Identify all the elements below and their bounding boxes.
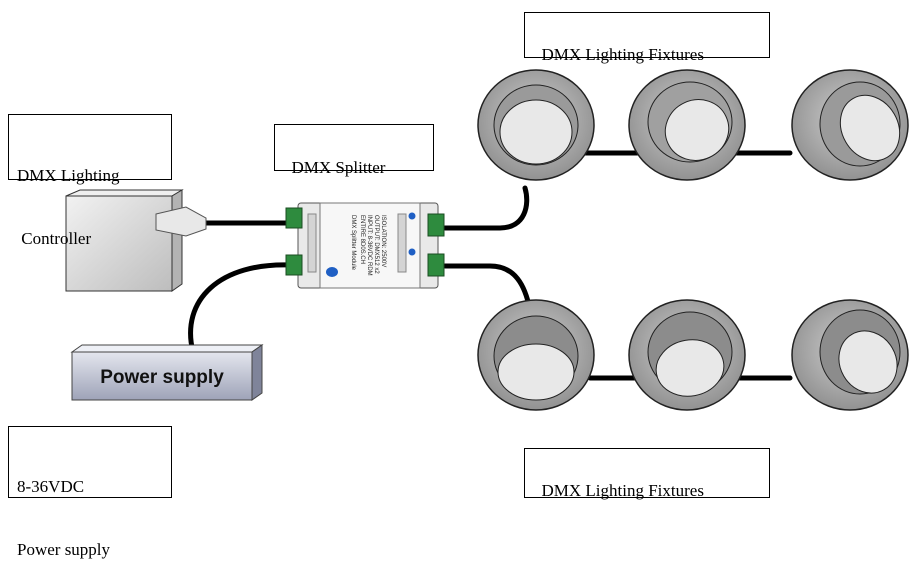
splitter-device-line-3: OUTPUT: DMX512 x2	[373, 215, 379, 274]
label-psu: 8-36VDC Power supply	[8, 426, 172, 559]
label-controller-line-1: DMX Lighting	[17, 166, 120, 185]
fixture-bottom-1	[477, 299, 595, 411]
label-fixtures-top-text: DMX Lighting Fixtures	[541, 45, 704, 64]
controller-connector	[155, 206, 207, 237]
cable-splitter-to-top-fixtures	[442, 185, 530, 231]
power-supply-device-label: Power supply	[100, 367, 224, 388]
splitter-device-title: DMX Splitter Module	[350, 215, 356, 271]
splitter-logo	[326, 267, 338, 277]
fixture-bottom-3	[791, 299, 909, 411]
fixture-top-3	[791, 69, 909, 181]
label-splitter: DMX Splitter	[274, 124, 434, 177]
label-psu-line-1: 8-36VDC	[17, 477, 85, 496]
dmx-wiring-diagram: DMX Splitter Module ENTIRE 8D0S.CH INPUT…	[65, 69, 909, 411]
dmx-splitter-device: DMX Splitter Module ENTIRE 8D0S.CH INPUT…	[285, 202, 445, 289]
label-fixtures-bottom: DMX Lighting Fixtures	[524, 448, 770, 500]
label-controller: DMX Lighting Controller	[8, 114, 172, 248]
fixture-top-2	[628, 69, 746, 181]
label-psu-line-2: Power supply	[17, 540, 111, 559]
fixture-top-1	[477, 69, 595, 181]
label-controller-line-2: Controller	[17, 229, 92, 248]
splitter-device-line-1: ENTIRE 8D0S.CH	[359, 215, 365, 264]
fixture-bottom-2	[628, 299, 746, 411]
dmx-controller-device	[65, 189, 207, 292]
splitter-device-line-4: ISOLATION: 2500V	[380, 215, 386, 267]
label-splitter-text: DMX Splitter	[291, 158, 386, 177]
power-supply-device: Power supply	[70, 344, 264, 401]
cable-psu-to-splitter	[188, 262, 295, 355]
label-fixtures-bottom-text: DMX Lighting Fixtures	[541, 481, 704, 500]
label-fixtures-top: DMX Lighting Fixtures	[524, 12, 770, 64]
splitter-device-line-2: INPUT: 8-36VDC RDM	[366, 215, 372, 276]
